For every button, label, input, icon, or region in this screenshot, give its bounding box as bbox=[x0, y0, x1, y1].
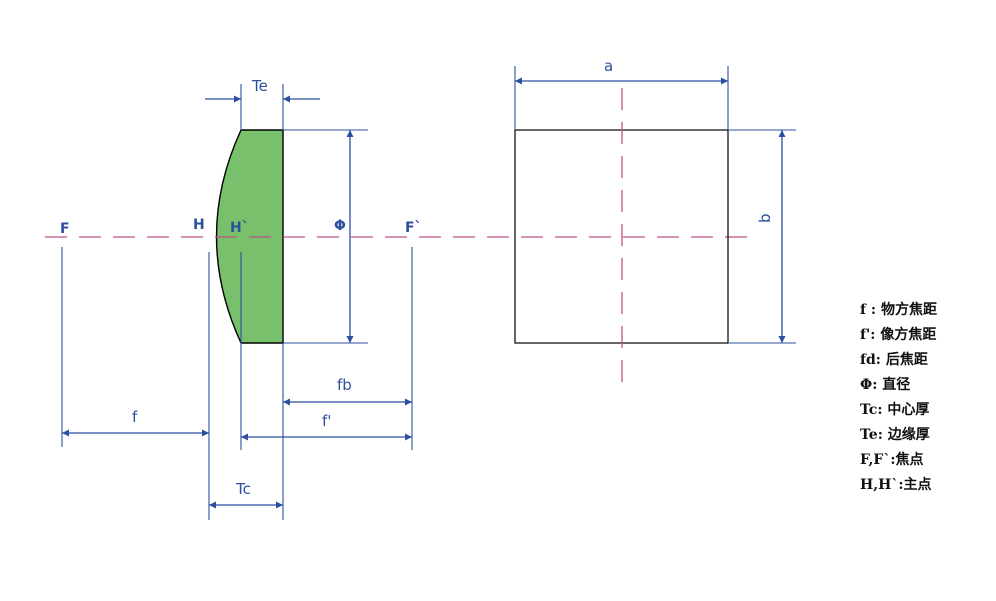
point-f-prime: F` bbox=[405, 220, 422, 236]
legend-item: Tc: 中心厚 bbox=[860, 402, 930, 418]
point-h-prime: H` bbox=[230, 220, 249, 236]
legend-item: F,F`:焦点 bbox=[860, 452, 924, 468]
point-f: F bbox=[60, 221, 70, 237]
legend-item: Te: 边缘厚 bbox=[860, 427, 930, 443]
extension-lines bbox=[61, 66, 796, 520]
point-phi: Φ bbox=[334, 218, 346, 234]
point-h: H bbox=[193, 217, 205, 233]
label-a: a bbox=[604, 57, 613, 75]
label-f: f bbox=[132, 408, 138, 426]
label-f-prime: f' bbox=[322, 412, 331, 430]
legend-item: fd: 后焦距 bbox=[860, 352, 928, 368]
legend-item: f : 物方焦距 bbox=[860, 302, 937, 318]
label-b: b bbox=[756, 213, 774, 223]
label-tc: Tc bbox=[235, 480, 251, 498]
dimension-lines bbox=[62, 77, 786, 509]
legend-item: f': 像方焦距 bbox=[860, 327, 937, 343]
symbol-legend: f : 物方焦距 f': 像方焦距 fd: 后焦距 Φ: 直径 Tc: 中心厚 … bbox=[860, 298, 937, 498]
label-te: Te bbox=[251, 77, 268, 95]
legend-item: Φ: 直径 bbox=[860, 377, 911, 393]
label-fb: fb bbox=[337, 376, 352, 394]
legend-item: H,H`:主点 bbox=[860, 477, 932, 493]
